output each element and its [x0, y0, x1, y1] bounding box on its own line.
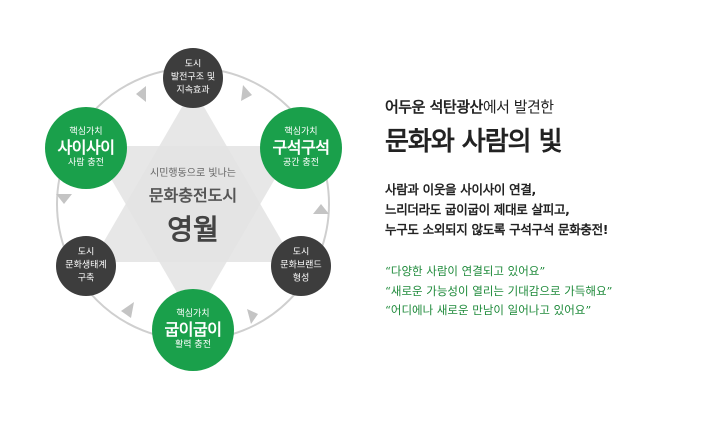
node-upper-right-circle	[260, 107, 342, 189]
arrow-6	[241, 85, 252, 101]
node-top-circle	[163, 48, 223, 108]
body-line-2: 느리더라도 굽이굽이 제대로 살피고,	[385, 202, 570, 217]
node-lower-right-text: 도시 문화브랜드 형성	[280, 246, 321, 285]
body-line-1: 사람과 이웃을 사이사이 연결,	[385, 182, 537, 197]
node-top-text: 도시 발전구조 및 지속효과	[171, 58, 215, 97]
body-line-3: 누구도 소외되지 않도록 구석구석 문화충전!	[385, 222, 609, 237]
arrow-1	[136, 86, 146, 102]
heading-main-title: 문화와 사람의 빛	[385, 127, 563, 157]
node-top-line-2: 발전구조 및	[170, 72, 216, 83]
node-bottom-circle	[152, 289, 234, 371]
body-text: 사람과 이웃을 사이사이 연결, 느리더라도 굽이굽이 제대로 살피고, 누구도…	[385, 180, 715, 240]
node-upper-right-title: 구석구석	[272, 138, 330, 157]
node-bottom-title: 굽이굽이	[164, 320, 222, 339]
quote-2: “새로운 가능성이 열리는 기대감으로 가득해요”	[385, 283, 613, 298]
heading-subtitle: 어두운 석탄광산에서 발견한	[385, 96, 715, 117]
node-upper-left-sub: 사람 충전	[68, 158, 104, 168]
node-top-line-1: 도시	[184, 59, 202, 70]
quote-list: “다양한 사람이 연결되고 있어요” “새로운 가능성이 열리는 기대감으로 가…	[385, 262, 715, 321]
arrow-2	[56, 194, 72, 204]
triangle-down	[92, 146, 294, 320]
node-top-line-3: 지속효과	[176, 85, 210, 96]
center-subtitle: 시민행동으로 빛나는	[150, 168, 236, 179]
heading-subtitle-bold: 어두운 석탄광산	[385, 98, 483, 116]
quote-1: “다양한 사람이 연결되고 있어요”	[385, 264, 546, 278]
node-lower-left-text: 도시 문화생태계 구축	[65, 246, 106, 285]
node-bottom-label: 핵심가치	[176, 308, 210, 319]
quote-3: “어디에나 새로운 만남이 일어나고 있어요”	[385, 303, 592, 318]
node-upper-left-circle	[45, 107, 127, 189]
node-upper-right-text: 핵심가치 구석구석 공간 충전	[273, 127, 330, 170]
arrow-5	[313, 204, 329, 214]
node-bottom-text: 핵심가치 굽이굽이 활력 충전	[165, 309, 222, 352]
node-upper-left-label: 핵심가치	[69, 126, 103, 137]
cycle-arrows	[56, 85, 329, 324]
node-lower-left-line-3: 구축	[77, 273, 95, 284]
center-middle-title: 문화충전도시	[148, 186, 238, 205]
node-lower-left-line-1: 도시	[77, 247, 95, 258]
node-bottom-sub: 활력 충전	[175, 340, 211, 350]
node-upper-right-sub: 공간 충전	[283, 158, 319, 168]
node-lower-right-line-3: 형성	[292, 273, 310, 284]
node-upper-left-text: 핵심가치 사이사이 사람 충전	[58, 127, 115, 170]
node-lower-right-line-1: 도시	[292, 247, 310, 258]
center-text: 시민행동으로 빛나는 문화충전도시 영월	[149, 164, 237, 248]
node-upper-left-title: 사이사이	[57, 138, 115, 157]
arrow-4	[247, 309, 258, 324]
center-main-title: 영월	[167, 213, 219, 246]
node-upper-right-label: 핵심가치	[284, 126, 318, 137]
node-lower-right-line-2: 문화브랜드	[280, 260, 322, 271]
description-panel: 어두운 석탄광산에서 발견한 문화와 사람의 빛 사람과 이웃을 사이사이 연결…	[385, 96, 715, 321]
node-lower-right-circle	[271, 236, 331, 296]
node-lower-left-circle	[56, 236, 116, 296]
heading-subtitle-rest: 에서 발견한	[482, 98, 554, 116]
arrow-3	[121, 302, 134, 318]
cycle-diagram	[45, 48, 342, 371]
node-lower-left-line-2: 문화생태계	[65, 260, 107, 271]
